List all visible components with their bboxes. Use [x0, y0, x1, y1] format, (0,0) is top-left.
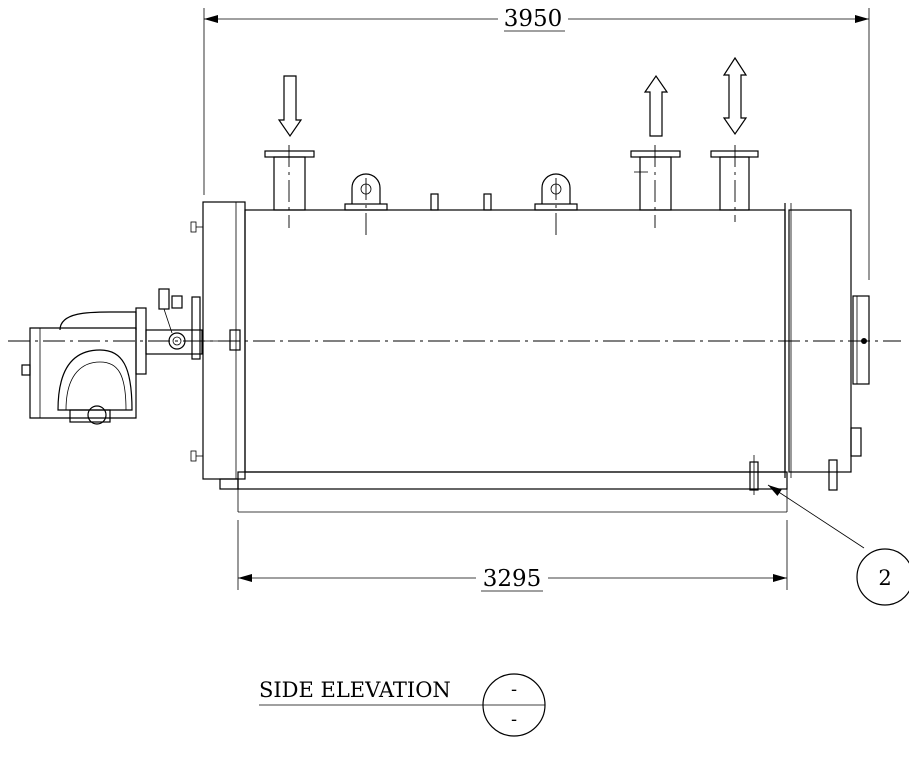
lifting-lug-2 [534, 173, 578, 238]
view-title: SIDE ELEVATION [259, 678, 451, 702]
drain-valves [749, 455, 838, 495]
door-hinge-top [190, 221, 197, 233]
lifting-lug-1 [344, 173, 388, 238]
view-reference-top: - [511, 679, 517, 700]
base-skid [237, 471, 788, 513]
pressure-switch-pipe [163, 308, 173, 334]
rear-inspection-hatch [850, 427, 862, 457]
lifting-lug-1-body [351, 173, 381, 204]
burner-mount-plate [191, 296, 201, 360]
overall-length-value: 3950 [504, 6, 563, 32]
burner-fan-volute [57, 349, 133, 411]
lifting-lug-2-pad [534, 203, 578, 211]
nozzle-bidirectional-flange [710, 150, 759, 158]
pressure-switch [158, 288, 170, 310]
nozzle-bidirectional-pipe [719, 156, 750, 211]
nozzle-inlet-pipe [273, 156, 306, 211]
base-length-value: 3295 [483, 566, 542, 592]
drain-valve-rear [828, 459, 838, 491]
gas-valve-inner [172, 336, 182, 346]
base-length-dimension: 3295 [237, 520, 788, 592]
socket-2 [483, 193, 492, 211]
flue-outlet [850, 295, 870, 457]
down-arrow-icon [277, 75, 303, 138]
view-title-block: SIDE ELEVATION - - [259, 673, 546, 737]
nozzle-inlet [264, 75, 315, 228]
burner-fan-top [59, 311, 137, 331]
nozzle-outlet-pipe [639, 156, 672, 211]
double-arrow-icon [722, 56, 748, 136]
door-foot [219, 478, 239, 490]
gas-valve-body [168, 332, 186, 350]
burner-assembly [21, 288, 240, 425]
nozzle-inlet-flange [264, 150, 315, 158]
nozzle-bidirectional [710, 56, 759, 222]
flue-outlet-center-mark [861, 338, 867, 344]
door-hinge-bottom [190, 450, 197, 462]
rear-smokebox [788, 209, 852, 473]
callout-leader [767, 484, 865, 549]
pressure-switch-head [171, 295, 183, 309]
callout-number: 2 [878, 566, 891, 590]
burner-housing [29, 327, 137, 419]
flue-outlet-flange [852, 295, 870, 385]
nozzle-outlet-flange [630, 150, 681, 158]
front-door-plate [202, 201, 246, 480]
overall-length-dimension: 3950 [203, 6, 870, 280]
top-nozzles [264, 56, 759, 238]
socket-1 [430, 193, 439, 211]
callout-bubble [856, 548, 909, 606]
burner-motor-boss [87, 405, 107, 425]
burner-blast-tube [145, 329, 203, 355]
sight-glass [229, 329, 241, 351]
view-reference-bottom: - [511, 709, 517, 730]
front-door [190, 201, 246, 490]
burner-side-bolt [21, 364, 31, 376]
nozzle-outlet [630, 74, 681, 228]
lifting-lug-1-pad [344, 203, 388, 211]
boiler-shell [244, 203, 852, 478]
lifting-lug-2-body [541, 173, 571, 204]
burner-fan-inner [65, 361, 127, 411]
up-arrow-icon [643, 74, 669, 137]
base-skid-rail [237, 471, 788, 490]
item-callout: 2 [767, 484, 909, 606]
